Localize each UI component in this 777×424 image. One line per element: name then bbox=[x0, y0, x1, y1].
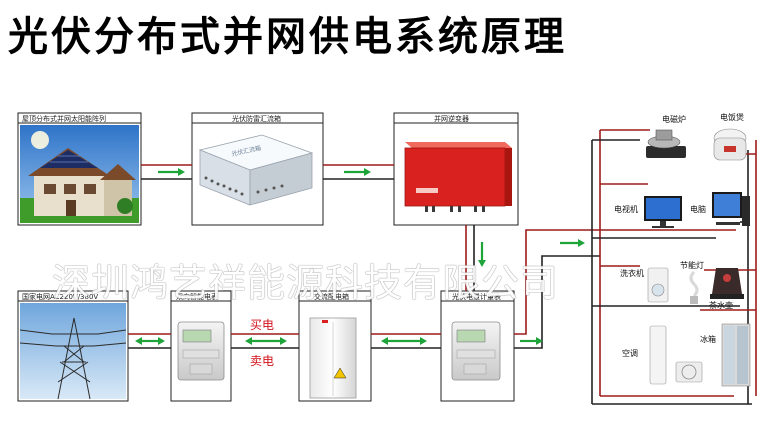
air-conditioner-label: 空调 bbox=[622, 349, 638, 358]
induction-cooker-image bbox=[646, 129, 686, 158]
grid-tower-image bbox=[19, 303, 127, 400]
ac-distribution-label: 交流配电箱 bbox=[314, 293, 349, 301]
bottom-row-frames bbox=[17, 290, 515, 402]
page-title: 光伏分布式并网供电系统原理 bbox=[8, 14, 567, 60]
rice-cooker-image bbox=[713, 128, 747, 161]
arrow-buy-sell bbox=[245, 337, 287, 345]
ac-distribution-frame bbox=[298, 290, 372, 402]
sell-power-label: 卖电 bbox=[250, 354, 275, 368]
bidirectional-meter-frame bbox=[170, 290, 232, 402]
computer-label: 电脑 bbox=[690, 205, 706, 214]
arrow-solar-to-combiner bbox=[158, 168, 185, 176]
kettle-label: 茶水壶 bbox=[709, 301, 733, 310]
pv-meter-frame bbox=[440, 290, 515, 402]
washer-label: 洗衣机 bbox=[620, 269, 644, 278]
ac-distribution-image bbox=[309, 317, 357, 399]
bidirectional-meter-image bbox=[177, 321, 225, 381]
solar-array-label: 屋顶分布式并网太阳能阵列 bbox=[22, 115, 106, 123]
bidirectional-meter-label: 双向智能电表 bbox=[176, 293, 218, 301]
tv-label: 电视机 bbox=[614, 205, 638, 214]
fridge-label: 冰箱 bbox=[700, 335, 716, 344]
company-watermark: 深圳鸿艺祥能源科技有限公司 bbox=[52, 261, 560, 305]
arrow-combiner-to-inverter bbox=[344, 168, 371, 176]
grid-frame bbox=[17, 290, 129, 402]
energy-lamp-image bbox=[689, 270, 699, 304]
arrow-pv-to-home bbox=[560, 239, 585, 247]
arrow-grid-bidirectional bbox=[135, 337, 165, 345]
inverter-frame bbox=[393, 112, 519, 226]
inverter-label: 并网逆变器 bbox=[434, 115, 469, 123]
buy-power-label: 买电 bbox=[250, 318, 275, 332]
arrow-distribution-bidirectional bbox=[381, 337, 427, 345]
inverter-image bbox=[404, 142, 512, 212]
rice-cooker-label: 电饭煲 bbox=[720, 113, 744, 122]
bottom-row-wires bbox=[128, 229, 600, 349]
combiner-box-label: 光伏防雷汇流箱 bbox=[232, 115, 281, 123]
solar-house-image bbox=[20, 125, 139, 223]
air-conditioner-image bbox=[649, 325, 703, 385]
computer-image bbox=[712, 192, 750, 226]
fridge-image bbox=[721, 323, 751, 387]
induction-cooker-label: 电磁炉 bbox=[662, 115, 686, 124]
tv-image bbox=[644, 196, 682, 228]
top-row-frames bbox=[17, 112, 519, 226]
solar-array-frame bbox=[17, 112, 142, 226]
washer-image bbox=[647, 267, 669, 303]
arrow-inverter-down bbox=[478, 242, 486, 267]
flow-arrows bbox=[135, 168, 585, 345]
combiner-box-image: 光伏汇流箱 bbox=[198, 134, 314, 206]
top-row-wires bbox=[141, 164, 475, 291]
energy-lamp-label: 节能灯 bbox=[680, 261, 704, 270]
grid-label: 国家电网AC220V/380V bbox=[22, 293, 99, 301]
pv-meter-label: 光伏电量计量表 bbox=[452, 293, 501, 301]
arrow-pv-meter-out bbox=[520, 337, 543, 345]
pv-meter-image bbox=[451, 321, 501, 381]
combiner-box-frame bbox=[191, 112, 324, 226]
kettle-image bbox=[710, 268, 744, 299]
